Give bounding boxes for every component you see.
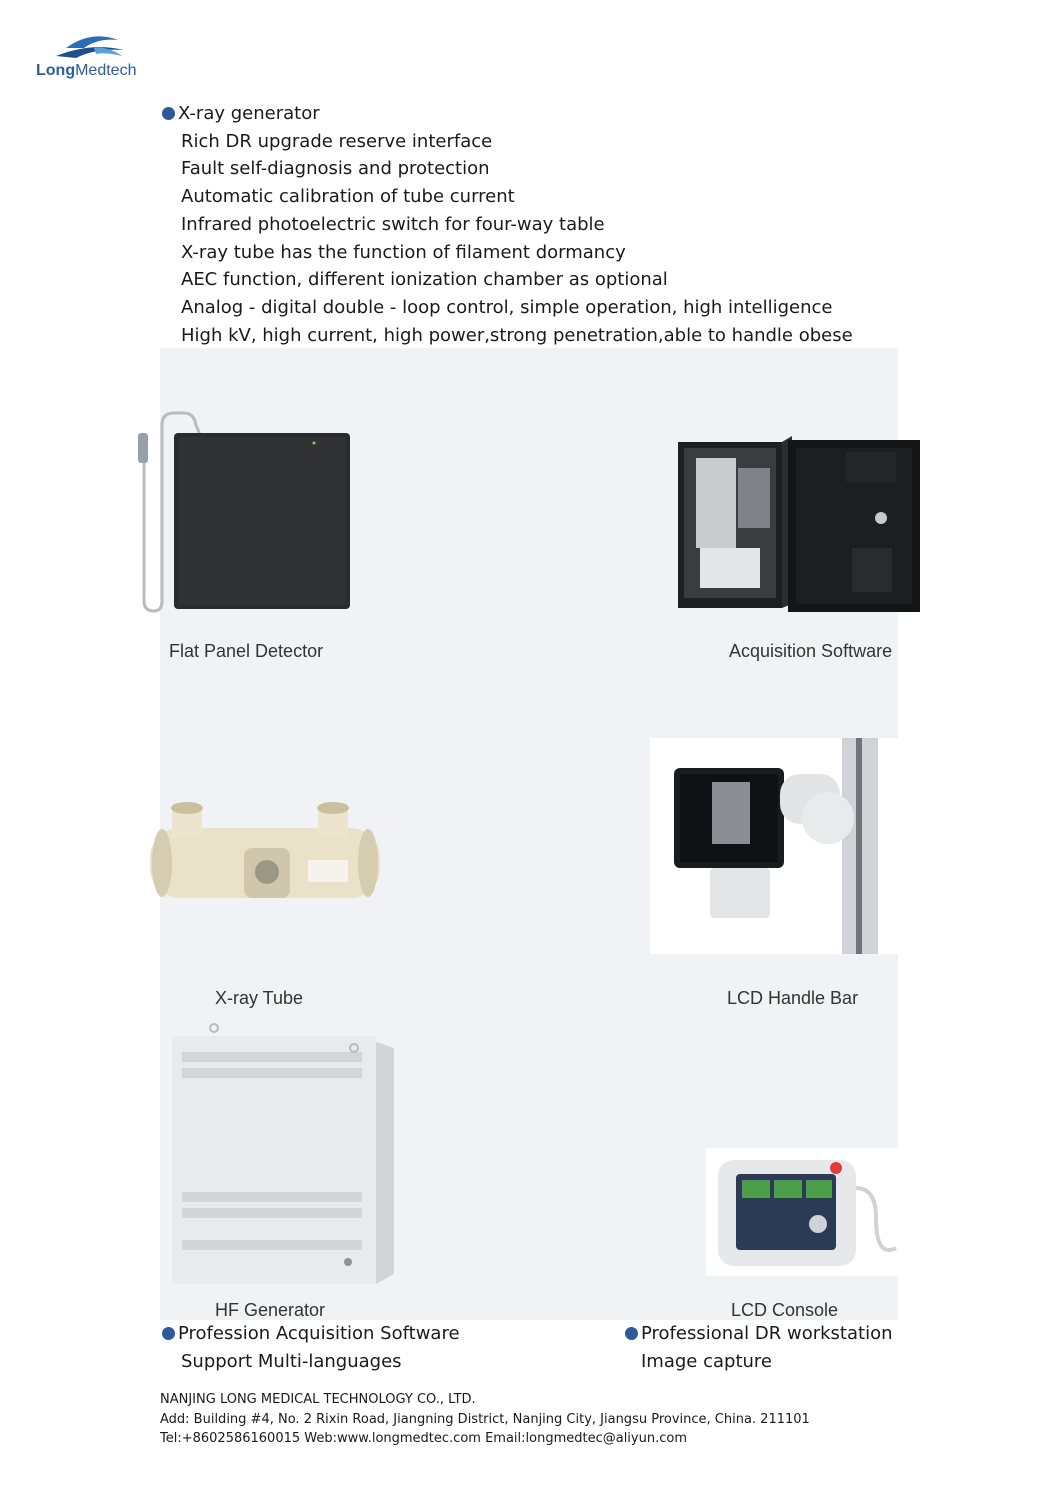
feature-item: Rich DR upgrade reserve interface: [181, 130, 493, 152]
feature-item: Automatic calibration of tube current: [181, 186, 515, 208]
generator-heading: X-ray generator: [162, 100, 922, 128]
page-footer: NANJING LONG MEDICAL TECHNOLOGY CO., LTD…: [160, 1390, 810, 1449]
lcd-handle-bar-image: [650, 738, 898, 954]
acquisition-software-sub: Support Multi-languages: [181, 1351, 402, 1372]
footer-contact: Tel:+8602586160015 Web:www.longmedtec.co…: [160, 1431, 687, 1446]
company-logo: [56, 36, 124, 58]
bullet-icon: [162, 1327, 175, 1340]
bullet-icon: [162, 107, 175, 120]
xray-tube-caption: X-ray Tube: [215, 988, 304, 1008]
lcd-console-caption: LCD Console: [731, 1300, 839, 1320]
generator-feature-list: X-ray generator Rich DR upgrade reserve …: [162, 100, 922, 377]
feature-item: AEC function, different ionization chamb…: [181, 269, 668, 291]
bullet-icon: [625, 1327, 638, 1340]
feature-item: Infrared photoelectric switch for four-w…: [181, 213, 605, 235]
acquisition-workstation-image: [678, 436, 920, 612]
company-logo-text: LongMedtech: [36, 62, 137, 79]
flat-panel-detector-image: [138, 411, 350, 613]
dr-workstation-sub: Image capture: [641, 1351, 772, 1372]
feature-item: Analog - digital double - loop control, …: [181, 296, 833, 318]
acquisition-software-caption: Acquisition Software: [729, 641, 893, 661]
dr-workstation-heading: Professional DR workstation: [625, 1320, 893, 1348]
lcd-handle-bar-caption: LCD Handle Bar: [727, 988, 859, 1008]
hf-generator-caption: HF Generator: [215, 1300, 326, 1320]
flat-panel-detector-caption: Flat Panel Detector: [169, 641, 324, 661]
footer-company: NANJING LONG MEDICAL TECHNOLOGY CO., LTD…: [160, 1392, 476, 1407]
footer-address: Add: Building #4, No. 2 Rixin Road, Jian…: [160, 1411, 810, 1427]
dr-workstation-features: Professional DR workstation Image captur…: [625, 1320, 893, 1376]
feature-item: Fault self-diagnosis and protection: [181, 158, 490, 180]
acquisition-software-heading: Profession Acquisition Software: [162, 1320, 460, 1348]
acquisition-software-features: Profession Acquisition Software Support …: [162, 1320, 460, 1376]
feature-item: X-ray tube has the function of filament …: [181, 241, 626, 263]
lcd-console-image: [706, 1148, 898, 1276]
hf-generator-image: [172, 1023, 394, 1284]
xray-tube-image: [150, 802, 380, 898]
